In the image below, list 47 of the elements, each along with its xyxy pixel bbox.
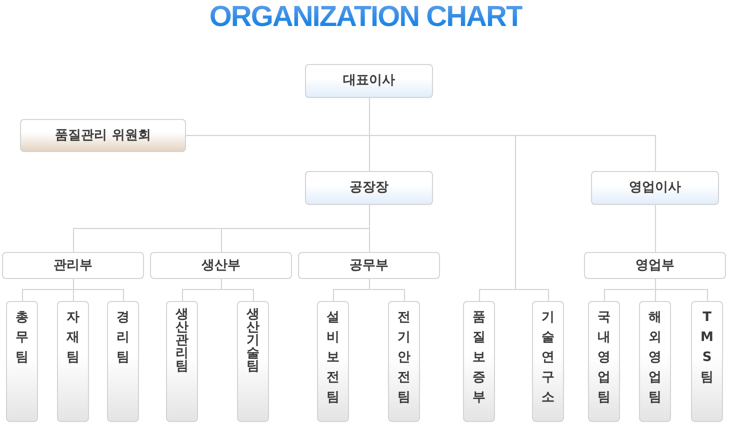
team-name: TMS팀 — [700, 309, 714, 387]
position-title: 공장장 — [350, 180, 388, 196]
team-box — [237, 301, 269, 422]
connector-line — [604, 278, 708, 302]
team-box — [588, 301, 620, 422]
position-title: 영업이사 — [629, 180, 681, 196]
position-title: 대표이사 — [343, 73, 395, 89]
team-box — [57, 301, 89, 422]
team-name: 품질보증부 — [472, 309, 486, 407]
committee-box — [20, 119, 186, 152]
team-box — [691, 301, 723, 422]
team-name: 설비보전팀 — [326, 309, 340, 407]
position-box — [591, 171, 719, 205]
department-box — [150, 252, 292, 279]
department-name: 영업부 — [636, 258, 674, 274]
connector-line — [22, 278, 124, 302]
connector-line — [73, 204, 370, 252]
team-name: 해외영업팀 — [648, 309, 662, 407]
team-box — [107, 301, 139, 422]
connector-line — [186, 98, 656, 302]
team-name: 전기안전팀 — [398, 309, 410, 407]
committee-name: 품질관리 위원회 — [55, 128, 151, 144]
team-box — [463, 301, 495, 422]
connector-line — [655, 204, 656, 252]
department-name: 관리부 — [54, 258, 92, 274]
connector-line — [333, 278, 405, 302]
team-name: 국내영업팀 — [598, 309, 610, 407]
team-box — [388, 301, 420, 422]
team-name: 자재팀 — [66, 309, 80, 367]
team-name: 생산기술팀 — [246, 308, 260, 373]
team-box — [317, 301, 349, 422]
position-box — [305, 64, 433, 98]
team-name: 기술연구소 — [542, 309, 554, 407]
department-box — [298, 252, 440, 279]
team-name: 총무팀 — [16, 309, 28, 367]
department-name: 생산부 — [202, 258, 240, 274]
team-box — [6, 301, 38, 422]
team-box — [532, 301, 564, 422]
team-box — [639, 301, 671, 422]
department-name: 공무부 — [350, 258, 388, 274]
position-box — [305, 171, 433, 205]
team-name: 생산관리팀 — [176, 308, 188, 373]
department-box — [584, 252, 726, 279]
team-name: 경리팀 — [116, 309, 130, 367]
team-box — [166, 301, 198, 422]
department-box — [2, 252, 144, 279]
connector-line — [182, 278, 254, 302]
